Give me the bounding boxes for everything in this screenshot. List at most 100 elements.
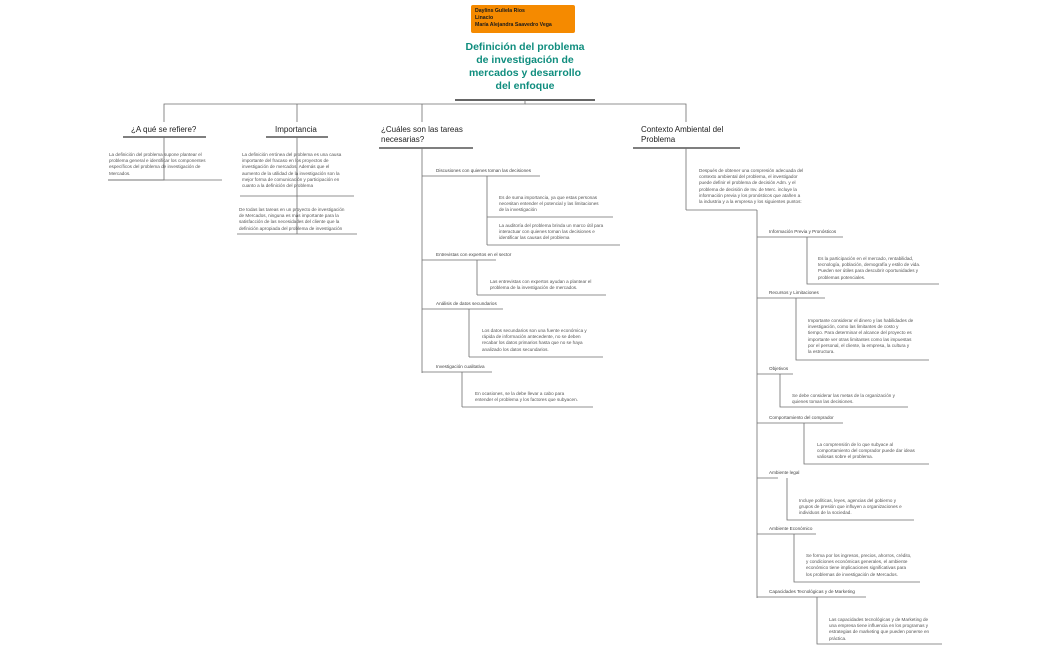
note-capacidades-tecnologicas[interactable]: Las capacidades tecnológicas y de Market… [829, 617, 929, 642]
note-line: por el personal, el cliente, la empresa,… [808, 342, 910, 348]
central-title-line: de investigación de [476, 54, 574, 67]
note-line: Mercados. [109, 170, 131, 176]
note-line: Las entrevistas con expertos ayudan a pl… [490, 279, 592, 284]
subtopic-recursos-limitaciones[interactable]: Recursos y Limitaciones [769, 290, 819, 295]
author-name: Linacio [475, 15, 494, 22]
note-line: La definición errónea del problema es un… [242, 152, 342, 157]
note-contexto-ambiental[interactable]: Después de obtener una compresión adecua… [699, 168, 803, 205]
note-line: la industria y a la empresa y los siguie… [699, 198, 802, 204]
note-line: práctica. [829, 635, 847, 641]
subtopic-ambiente-economico[interactable]: Ambiente Económico [769, 526, 813, 531]
note-line: Después de obtener una compresión adecua… [699, 168, 804, 173]
author-name: María Alejandra Saavedro Vega [475, 22, 552, 29]
note-line: de Mercados, ninguna es más importante p… [239, 213, 339, 219]
note-line: valiosas sobre el problema. [817, 454, 873, 460]
topic-label: Problema [641, 135, 676, 144]
note-line: entender el problema y los factores que … [475, 397, 578, 403]
note-line: Es la participación en el mercado, renta… [818, 256, 914, 261]
subtopic-capacidades-tecnologicas[interactable]: Capacidades Tecnológicas y de Marketing [769, 589, 855, 594]
note-line: necesitan entender el potencial y las li… [499, 201, 599, 207]
note-a-que-se-refiere[interactable]: La definición del problema supone plante… [109, 152, 206, 177]
note-line: comportamiento del comprador puede dar i… [817, 448, 915, 454]
note-line: La comprensión de lo que subyace al [817, 442, 894, 447]
note-line: Incluye políticas, leyes, agencias del g… [799, 498, 897, 503]
central-title-line: Definición del problema [465, 41, 585, 53]
note-line: La auditoría del problema brinda un marc… [499, 223, 604, 228]
note-line: problema general e identificar los compo… [109, 158, 206, 164]
note-line: Es de suma importancia, ya que estas per… [499, 195, 598, 200]
topic-label: ¿Cuáles son las tareas [381, 125, 463, 134]
note-line: recabar los datos primarios hasta que no… [482, 340, 583, 346]
note-line: analizado los datos secundarios. [482, 346, 549, 352]
note-line: investigación, como las limitantes de co… [808, 324, 899, 330]
note-line: La definición del problema supone plante… [109, 152, 202, 157]
subtopic-investigacion-cualitativa[interactable]: Investigación cualitativa [436, 364, 485, 369]
note-line: aumento de la utilidad de la investigaci… [242, 170, 340, 176]
topic-label: ¿A qué se refiere? [131, 125, 197, 134]
subtopic-objetivos[interactable]: Objetivos [769, 366, 789, 371]
author-name: Daylins Guliela Rios [475, 8, 525, 14]
note-line: la estructura. [808, 348, 835, 354]
subtopic-ambiente-legal[interactable]: Ambiente legal [769, 470, 800, 475]
note-line: definición apropiada del problema de inv… [239, 225, 343, 231]
note-line: importante ver otras limitantes como las… [808, 336, 912, 342]
note-discusiones-1[interactable]: Es de suma importancia, ya que estas per… [499, 195, 599, 214]
note-ambiente-economico[interactable]: Se forma por los ingresos, precios, ahor… [806, 553, 911, 578]
note-line: contexto ambiental del problema, el inve… [699, 174, 798, 180]
note-line: investigación de mercados. Además que el [242, 164, 330, 170]
note-importancia-1[interactable]: La definición errónea del problema es un… [242, 152, 341, 189]
note-line: De todas las tareas en un proyecto de in… [239, 207, 345, 212]
note-line: Las capacidades tecnológicas y de Market… [829, 617, 929, 622]
note-ambiente-legal[interactable]: Incluye políticas, leyes, agencias del g… [799, 498, 902, 517]
note-recursos-limitaciones[interactable]: Importante considerar el dinero y las ha… [808, 318, 913, 355]
note-comportamiento-comprador[interactable]: La comprensión de lo que subyace al comp… [817, 442, 915, 461]
topic-contexto-ambiental[interactable]: Contexto Ambiental del Problema [641, 125, 723, 145]
note-objetivos[interactable]: Se debe considerar las metas de la organ… [792, 393, 895, 405]
note-analisis-datos[interactable]: Los datos secundarios son una fuente eco… [482, 328, 587, 353]
note-line: problema de la investigación de mercados… [490, 285, 578, 291]
topic-importancia[interactable]: Importancia [275, 125, 317, 135]
note-entrevistas[interactable]: Las entrevistas con expertos ayudan a pl… [490, 279, 591, 291]
note-line: una empresa tiene influencia en los prog… [829, 623, 929, 629]
note-line: Los datos secundarios son una fuente eco… [482, 328, 587, 333]
note-line: y condiciones económicas generales, el a… [806, 559, 908, 565]
subtopic-comportamiento-comprador[interactable]: Comportamiento del comprador [769, 415, 834, 420]
note-discusiones-2[interactable]: La auditoría del problema brinda un marc… [499, 223, 603, 242]
subtopic-entrevistas[interactable]: Entrevistas con expertos en el sector [436, 252, 512, 257]
note-line: de la investigación [499, 207, 537, 213]
note-line: Importante considerar el dinero y las ha… [808, 318, 914, 323]
note-informacion-previa[interactable]: Es la participación en el mercado, renta… [818, 256, 920, 281]
topic-a-que-se-refiere[interactable]: ¿A qué se refiere? [131, 125, 196, 135]
note-line: problema de decisión de Inv. de Merc. in… [699, 186, 797, 192]
note-line: quienes toman las decisiones. [792, 399, 854, 405]
central-topic[interactable]: Definición del problema de investigación… [455, 41, 595, 94]
subtopic-discusiones[interactable]: Discusiones con quienes toman las decisi… [436, 168, 531, 173]
note-line: Pueden ser útiles para descubrir oportun… [818, 268, 919, 274]
note-line: grupos de presión que influyen a organiz… [799, 504, 902, 510]
note-line: Se forma por los ingresos, precios, ahor… [806, 553, 912, 558]
note-line: identificar las causas del problema [499, 235, 570, 241]
note-line: problemas potenciales. [818, 274, 866, 280]
note-line: rápida de información antecedente, no se… [482, 334, 581, 340]
note-line: mejor forma de comunicación y participac… [242, 176, 340, 182]
subtopic-analisis-datos[interactable]: Análisis de datos secundarios [436, 301, 497, 306]
authors-box[interactable]: Daylins Guliela Rios Linacio María Aleja… [471, 5, 575, 33]
topic-tareas-necesarias[interactable]: ¿Cuáles son las tareas necesarias? [381, 125, 463, 145]
note-line: información previa y los pronósticos que… [699, 192, 801, 198]
note-line: tiempo. Para determinar el alcance del p… [808, 330, 912, 336]
topic-label: necesarias? [381, 135, 425, 144]
note-line: satisfacción de las necesidades del clie… [239, 219, 340, 225]
note-line: puede definir el problema de decisión Ad… [699, 180, 796, 186]
topic-label: Importancia [275, 125, 317, 134]
note-line: estrategias de marketing que pueden pone… [829, 629, 930, 635]
note-line: económico tiene implicaciones significat… [806, 565, 907, 571]
subtopic-informacion-previa[interactable]: Información Previa y Pronósticos [769, 229, 837, 234]
note-importancia-2[interactable]: De todas las tareas en un proyecto de in… [239, 207, 344, 232]
note-line: interactuar con quienes toman las decisi… [499, 229, 595, 235]
central-title-line: del enfoque [495, 80, 555, 93]
note-line: específicos del problema de investigació… [109, 164, 201, 170]
central-title-line: mercados y desarrollo [468, 67, 582, 80]
note-investigacion-cualitativa[interactable]: En ocasiones, se la debe llevar a cabo p… [475, 391, 578, 403]
note-line: los problemas de investigación de Mercad… [806, 571, 898, 577]
